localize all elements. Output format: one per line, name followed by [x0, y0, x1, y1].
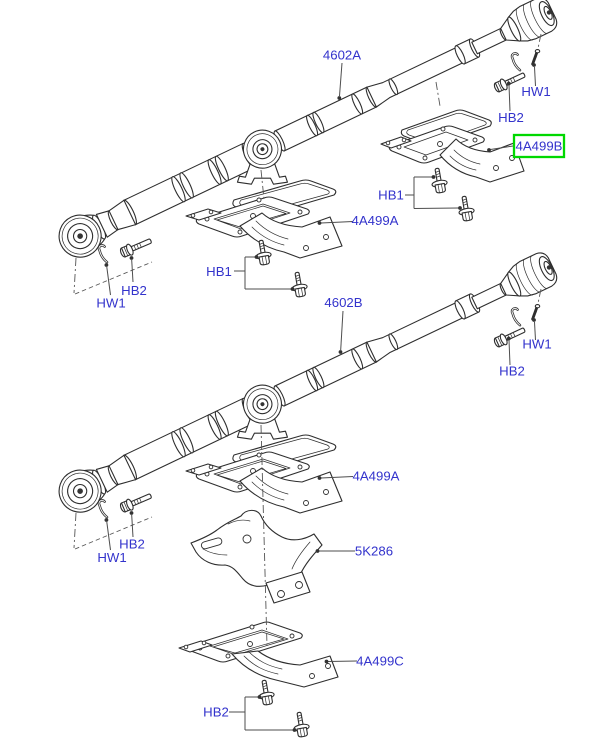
bolt-hb2-upper-left-drawing	[118, 234, 154, 260]
bolt-hb2-lower-left-drawing	[118, 489, 154, 515]
callout-hb1-upper-left[interactable]: HB1	[206, 264, 232, 279]
callout-hw1-lower-left[interactable]: HW1	[97, 550, 126, 565]
bracket-4a499c-drawing	[178, 621, 339, 688]
callout-4a499c[interactable]: 4A499C	[356, 654, 404, 669]
callout-hw1-upper-right[interactable]: HW1	[521, 84, 550, 99]
callout-hb2-bottom[interactable]: HB2	[203, 705, 229, 720]
callout-labels: 4602A HW1 HB2 4A499B HB1 4A499A HB1 HB2 …	[96, 48, 562, 720]
callout-hb2-lower-right[interactable]: HB2	[499, 364, 525, 379]
bracket-4a499b-drawing	[380, 109, 525, 183]
callout-4a499b-selected[interactable]: 4A499B	[516, 139, 563, 154]
callout-hw1-upper-left[interactable]: HW1	[96, 296, 125, 311]
callout-hb2-lower-left[interactable]: HB2	[119, 537, 145, 552]
callout-4602a[interactable]: 4602A	[323, 48, 361, 63]
clip-hw1-lower-left-drawing	[97, 499, 109, 519]
clip-hw1-upper-right-drawing	[510, 52, 522, 72]
callout-hb2-upper-right[interactable]: HB2	[498, 110, 524, 125]
pin-hw1-lower-right-drawing	[529, 303, 542, 322]
heat-shield-5k286-drawing	[190, 509, 323, 604]
callout-hw1-lower-right[interactable]: HW1	[522, 337, 551, 352]
clip-hw1-upper-left-drawing	[97, 244, 109, 264]
bracket-4a499a-lower-drawing	[185, 434, 343, 514]
bolt-hb2-bottom-2-drawing	[290, 710, 312, 739]
assembly-centerlines	[73, 33, 542, 647]
bolt-hb2-bottom-1-drawing	[255, 678, 277, 707]
callout-4a499a-upper[interactable]: 4A499A	[352, 213, 399, 228]
selected-part-highlight-box	[512, 133, 566, 159]
callout-5k286[interactable]: 5K286	[355, 544, 393, 559]
bolt-hb1-upper-left-2-drawing	[288, 270, 310, 299]
callout-4602b[interactable]: 4602B	[324, 295, 362, 310]
callout-4a499a-lower[interactable]: 4A499A	[353, 469, 400, 484]
callout-hb2-upper-left[interactable]: HB2	[121, 283, 147, 298]
leader-lines	[104, 62, 536, 732]
clip-hw1-lower-right-drawing	[510, 307, 522, 327]
pin-hw1-upper-right-drawing	[529, 48, 542, 67]
callout-hb1-upper-right[interactable]: HB1	[378, 188, 404, 203]
bolt-hb1-upper-right-1-drawing	[428, 166, 450, 195]
